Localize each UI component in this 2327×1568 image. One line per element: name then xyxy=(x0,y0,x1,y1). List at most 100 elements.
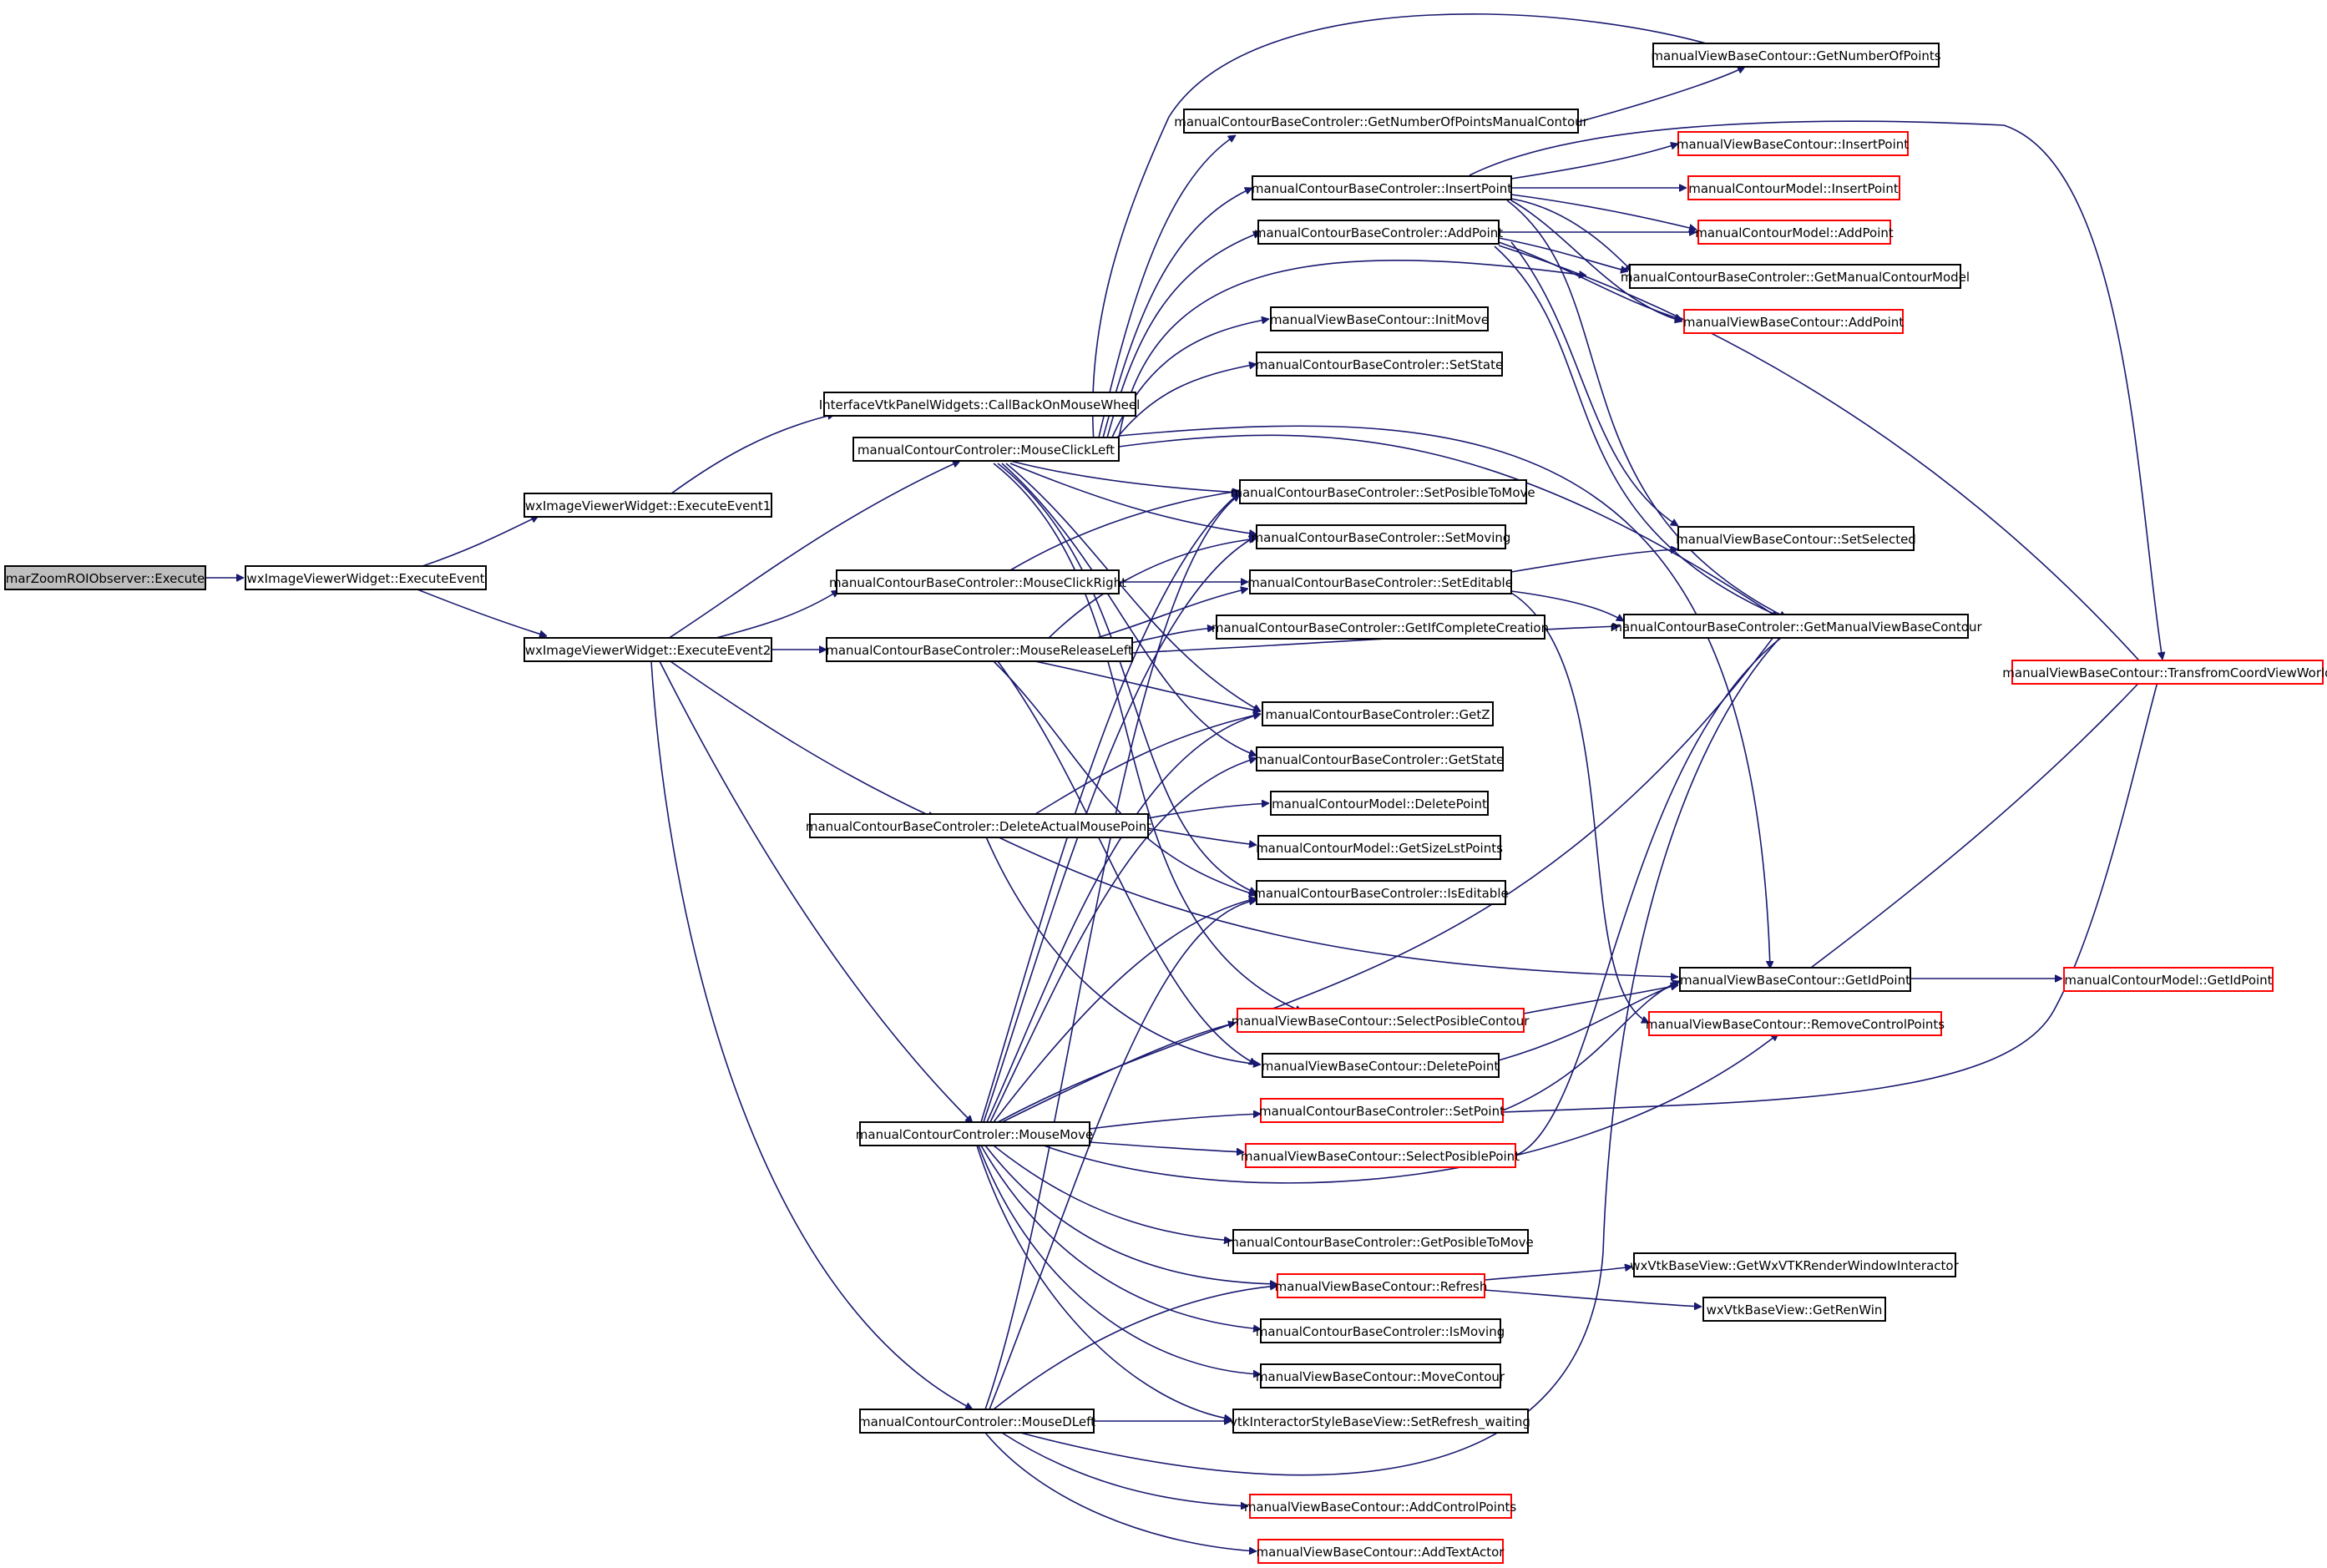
edge-mm-to-refresh xyxy=(984,1145,1277,1284)
edge-damp-to-deletepoint xyxy=(1147,803,1269,819)
node-n35[interactable]: manualViewBaseContour::AddTextActor xyxy=(1257,1539,1505,1564)
edge-insert-to-transfrom xyxy=(1469,120,2163,660)
node-n22[interactable]: manualContourModel::DeletePoint xyxy=(1270,791,1489,816)
node-n27[interactable]: manualContourBaseControler::SetPoint xyxy=(1259,1098,1505,1123)
node-n13[interactable]: manualContourBaseControler::AddPoint xyxy=(1254,220,1503,245)
node-n24[interactable]: manualContourBaseControler::IsEditable xyxy=(1253,880,1509,905)
edge-mcl-to-getmanualview xyxy=(1118,434,1778,619)
edge-add-to-viewaddpoint xyxy=(1498,241,1682,320)
edge-mcl-to-getnumberofpointsmanual xyxy=(1097,134,1236,442)
edge-insert-to-getmanualmodel xyxy=(1510,198,1632,271)
node-n19[interactable]: manualContourBaseControler::GetIfComplet… xyxy=(1212,615,1549,640)
node-n15[interactable]: manualContourBaseControler::SetState xyxy=(1256,352,1503,377)
call-edges xyxy=(206,13,2163,1551)
node-n43[interactable]: manualContourBaseControler::GetManualVie… xyxy=(1610,614,1982,639)
node-n32[interactable]: manualViewBaseContour::MoveContour xyxy=(1256,1363,1505,1388)
node-n10[interactable]: manualContourControler::MouseDLeft xyxy=(858,1409,1095,1434)
node-n17[interactable]: manualContourBaseControler::SetMoving xyxy=(1252,524,1511,549)
edge-executeevent2-to-mousemove xyxy=(659,660,973,1123)
node-n26[interactable]: manualViewBaseContour::DeletePoint xyxy=(1262,1053,1500,1078)
node-n7[interactable]: manualContourBaseControler::MouseRelease… xyxy=(826,637,1133,662)
node-n12[interactable]: manualContourBaseControler::InsertPoint xyxy=(1252,175,1512,200)
edge-seteditable-to-getmanualview xyxy=(1510,590,1624,622)
edge-refresh-to-getrenwin xyxy=(1484,1289,1702,1307)
node-label: manualViewBaseContour::RemoveControlPoin… xyxy=(1646,1017,1945,1032)
node-n14[interactable]: manualViewBaseContour::InitMove xyxy=(1270,306,1489,331)
node-label: manualContourBaseControler::SetPosibleTo… xyxy=(1230,485,1535,500)
node-n11[interactable]: manualContourBaseControler::GetNumberOfP… xyxy=(1174,109,1589,134)
edge-executeevent2-to-deleteactual xyxy=(667,659,935,818)
node-n48[interactable]: manualViewBaseContour::TransfromCoordVie… xyxy=(2002,660,2327,685)
node-n33[interactable]: vtkInteractorStyleBaseView::SetRefresh_w… xyxy=(1230,1409,1530,1434)
node-n1[interactable]: wxImageViewerWidget::ExecuteEvent xyxy=(245,565,487,590)
node-n38[interactable]: manualContourModel::InsertPoint xyxy=(1687,175,1900,200)
node-label: manualContourBaseControler::MouseClickRi… xyxy=(829,575,1126,590)
edge-mm-to-getposibletomove xyxy=(993,1145,1232,1241)
node-label: manualViewBaseContour::AddPoint xyxy=(1683,315,1904,330)
node-label: manualContourControler::MouseDLeft xyxy=(858,1414,1095,1429)
node-n49[interactable]: manualContourModel::GetIdPoint xyxy=(2063,967,2274,992)
edge-add-to-getmanualview xyxy=(1494,245,1787,620)
node-label: manualViewBaseContour::GetIdPoint xyxy=(1680,973,1910,988)
node-n20[interactable]: manualContourBaseControler::GetZ xyxy=(1262,701,1494,726)
edge-mm-to-iseditable xyxy=(993,898,1257,1123)
node-n3[interactable]: wxImageViewerWidget::ExecuteEvent2 xyxy=(524,637,772,662)
node-n25[interactable]: manualViewBaseContour::SelectPosibleCont… xyxy=(1232,1008,1530,1033)
edge-mdl-to-getmanualview xyxy=(1001,630,1787,1476)
node-n18[interactable]: manualContourBaseControler::SetEditable xyxy=(1247,569,1513,594)
node-n28[interactable]: manualViewBaseContour::SelectPosiblePoin… xyxy=(1241,1143,1520,1168)
edge-add-to-transfrom xyxy=(1498,245,2146,668)
node-n6[interactable]: manualContourBaseControler::MouseClickRi… xyxy=(829,569,1126,594)
edge-mrl-to-getifcomplete xyxy=(1131,628,1215,644)
node-n4[interactable]: InterfaceVtkPanelWidgets::CallBackOnMous… xyxy=(819,392,1141,417)
edge-damp-to-getidpoint xyxy=(993,834,1678,977)
node-label: manualContourModel::InsertPoint xyxy=(1688,181,1899,196)
edge-mrl-to-setmoving xyxy=(1043,539,1257,644)
node-n16[interactable]: manualContourBaseControler::SetPosibleTo… xyxy=(1230,479,1535,504)
edge-mm-to-ismoving xyxy=(980,1145,1261,1329)
node-label: manualViewBaseContour::AddControlPoints xyxy=(1244,1500,1517,1515)
node-label: wxImageViewerWidget::ExecuteEvent1 xyxy=(525,498,771,513)
edge-damp-to-getz xyxy=(1035,714,1261,815)
edge-executeevent-to-executeevent1 xyxy=(417,515,539,569)
node-n46[interactable]: wxVtkBaseView::GetWxVTKRenderWindowInter… xyxy=(1630,1252,1960,1277)
node-n36[interactable]: manualViewBaseContour::GetNumberOfPoints xyxy=(1651,43,1941,68)
node-n21[interactable]: manualContourBaseControler::GetState xyxy=(1255,746,1505,771)
node-label: manualContourControler::MouseMove xyxy=(856,1127,1093,1142)
edge-mm-to-selectposiblepoint xyxy=(1089,1141,1244,1152)
node-label: manualViewBaseContour::TransfromCoordVie… xyxy=(2002,665,2327,680)
node-n47[interactable]: wxVtkBaseView::GetRenWin xyxy=(1702,1297,1886,1322)
node-n29[interactable]: manualContourBaseControler::GetPosibleTo… xyxy=(1227,1229,1534,1254)
node-n8[interactable]: manualContourBaseControler::DeleteActual… xyxy=(806,813,1151,838)
node-label: marZoomROIObserver::Execute xyxy=(6,571,205,586)
edge-insert-to-getmanualview xyxy=(1506,200,1787,619)
node-label: wxVtkBaseView::GetRenWin xyxy=(1707,1302,1883,1318)
node-label: manualViewBaseContour::MoveContour xyxy=(1256,1369,1505,1384)
node-n30[interactable]: manualViewBaseContour::Refresh xyxy=(1275,1273,1488,1298)
node-label: manualContourBaseControler::SetMoving xyxy=(1252,530,1511,545)
edge-mm-to-setpoint xyxy=(1089,1114,1261,1130)
node-label: manualViewBaseContour::InsertPoint xyxy=(1677,137,1909,152)
edge-mcl-to-getnumberofpoints xyxy=(1091,13,1741,443)
node-n23[interactable]: manualContourModel::GetSizeLstPoints xyxy=(1256,835,1503,860)
node-n31[interactable]: manualContourBaseControler::IsMoving xyxy=(1256,1318,1505,1343)
edge-mcl-to-getidpoint xyxy=(1118,425,1770,969)
node-n2[interactable]: wxImageViewerWidget::ExecuteEvent1 xyxy=(524,493,772,518)
node-n5[interactable]: manualContourControler::MouseClickLeft xyxy=(852,437,1120,462)
node-n41[interactable]: manualViewBaseContour::AddPoint xyxy=(1683,309,1904,334)
edge-executeevent-to-executeevent2 xyxy=(417,589,547,636)
node-n0[interactable]: marZoomROIObserver::Execute xyxy=(4,565,206,590)
edge-executeevent1-to-callback xyxy=(667,414,835,497)
edge-getidpoint-to-transfrom xyxy=(1807,662,2158,971)
node-label: manualContourControler::MouseClickLeft xyxy=(857,443,1115,458)
node-n40[interactable]: manualContourBaseControler::GetManualCon… xyxy=(1621,264,1970,289)
node-n34[interactable]: manualViewBaseContour::AddControlPoints xyxy=(1244,1494,1517,1519)
node-n9[interactable]: manualContourControler::MouseMove xyxy=(856,1121,1093,1146)
node-n44[interactable]: manualViewBaseContour::GetIdPoint xyxy=(1679,967,1911,992)
edge-mcl-to-selectposiblecontour xyxy=(993,463,1303,1012)
node-n39[interactable]: manualContourModel::AddPoint xyxy=(1695,220,1894,245)
node-n45[interactable]: manualViewBaseContour::RemoveControlPoin… xyxy=(1646,1011,1945,1036)
node-n37[interactable]: manualViewBaseContour::InsertPoint xyxy=(1677,131,1909,156)
node-n42[interactable]: manualViewBaseContour::SetSelected xyxy=(1676,526,1916,551)
edge-mcl-to-getmanualmodel xyxy=(1118,260,1586,439)
